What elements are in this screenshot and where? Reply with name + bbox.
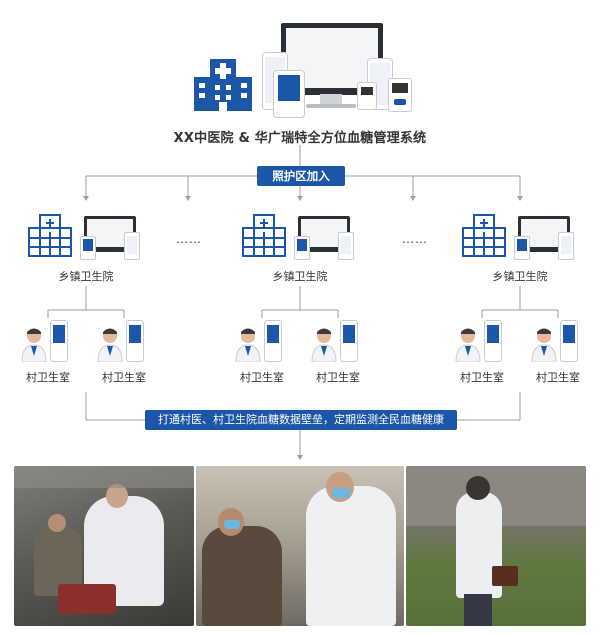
hospital-building-icon [194, 59, 252, 111]
village-doctor-icon [20, 326, 48, 363]
photo-doctor-walking [406, 466, 586, 626]
village-clinic-label: 村卫生室 [460, 371, 504, 384]
village-clinic-label: 村卫生室 [240, 371, 284, 384]
town-hospital-label: 乡镇卫生院 [272, 270, 328, 283]
page-title: XX中医院 & 华广瑞特全方位血糖管理系统 [173, 131, 427, 146]
village-doctor-icon [234, 326, 262, 363]
village-doctor-icon [96, 326, 124, 363]
monitor-base [306, 104, 356, 108]
meter-small-device-2 [388, 78, 412, 112]
glucose-meter-device [273, 70, 305, 118]
town-hospital-icon [26, 212, 74, 258]
village-clinic-label: 村卫生室 [316, 371, 360, 384]
care-zone-join-badge: 照护区加入 [257, 166, 345, 186]
meter-small-device [357, 82, 377, 110]
village-glucose-meter [50, 320, 68, 362]
photo-blood-test [196, 466, 404, 626]
ellipsis-left: …… [176, 232, 202, 246]
village-clinic-label: 村卫生室 [26, 371, 70, 384]
town-hospital-label: 乡镇卫生院 [58, 270, 114, 283]
town-phone-device [124, 232, 140, 260]
town-hospital-icon [240, 212, 288, 258]
data-integration-badge: 打通村医、村卫生院血糖数据壁垒，定期监测全民血糖健康 [145, 410, 457, 430]
town-phone-device [338, 232, 354, 260]
town-phone-device [558, 232, 574, 260]
village-doctor-icon [454, 326, 482, 363]
town-hospital-icon [460, 212, 508, 258]
monitor-stand [320, 94, 342, 104]
village-glucose-meter [484, 320, 502, 362]
town-hospital-label: 乡镇卫生院 [492, 270, 548, 283]
village-glucose-meter [126, 320, 144, 362]
village-glucose-meter [264, 320, 282, 362]
village-glucose-meter [560, 320, 578, 362]
village-glucose-meter [340, 320, 358, 362]
ellipsis-right: …… [402, 232, 428, 246]
village-doctor-icon [310, 326, 338, 363]
photo-village-doctor-visit [14, 466, 194, 626]
town-meter-device [514, 236, 530, 260]
town-meter-device [294, 236, 310, 260]
village-doctor-icon [530, 326, 558, 363]
village-clinic-label: 村卫生室 [102, 371, 146, 384]
town-meter-device [80, 236, 96, 260]
village-clinic-label: 村卫生室 [536, 371, 580, 384]
